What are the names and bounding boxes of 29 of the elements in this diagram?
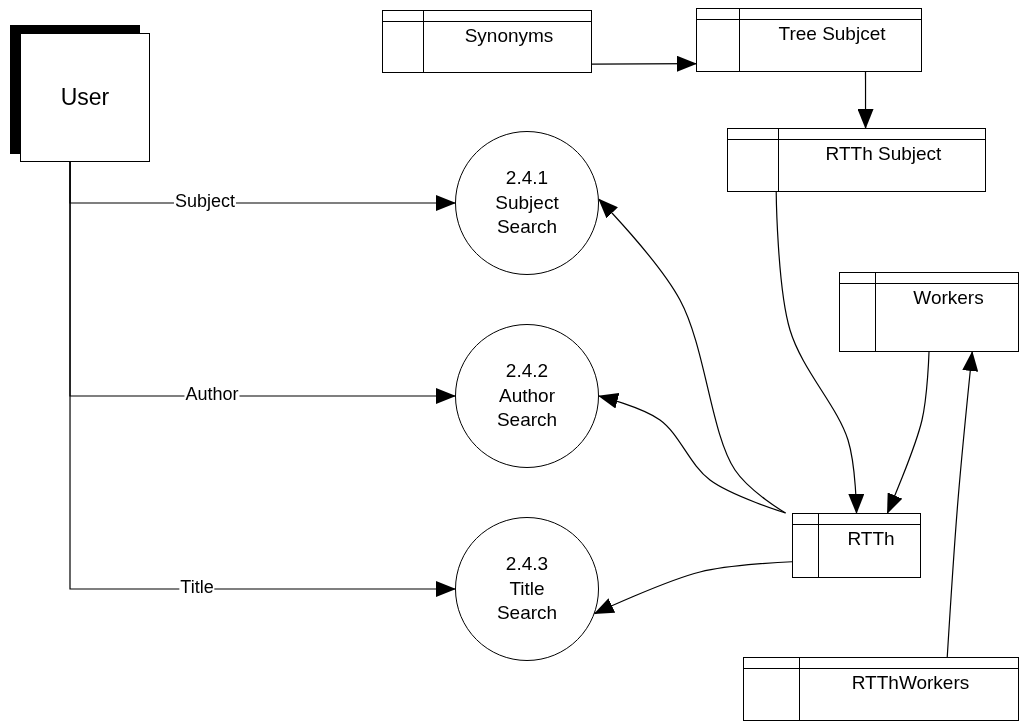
arrow [598,198,787,514]
data-store-box [839,272,1019,352]
arrow [857,71,874,129]
node-label: Author Search [495,383,559,433]
process-number: 2.4.2 [504,358,550,383]
arrow [593,561,793,615]
data-store-box [727,128,986,192]
node-label: Workers [912,287,985,309]
node-label: RTTh [846,528,896,550]
arrow [69,161,456,597]
node-label: Tree Subjcet [777,23,887,45]
arrow [775,191,865,514]
data-store-box [382,10,592,73]
data-store-box [792,513,921,578]
process-number: 2.4.3 [504,551,550,576]
node-label: RTTh Subject [824,143,943,165]
node-label: User [60,84,110,111]
arrow [946,351,979,658]
node-label: Subject Search [494,190,560,240]
data-store-box [743,657,1019,721]
arrow [886,351,930,514]
arrow [591,55,697,72]
node-label: Synonyms [463,25,555,47]
node-label: RTThWorkers [850,672,971,694]
node-label: Title Search [495,576,559,626]
process-number: 2.4.1 [504,165,550,190]
edge-label: Subject [174,191,236,213]
arrow [598,393,787,514]
data-store-box [696,8,922,72]
